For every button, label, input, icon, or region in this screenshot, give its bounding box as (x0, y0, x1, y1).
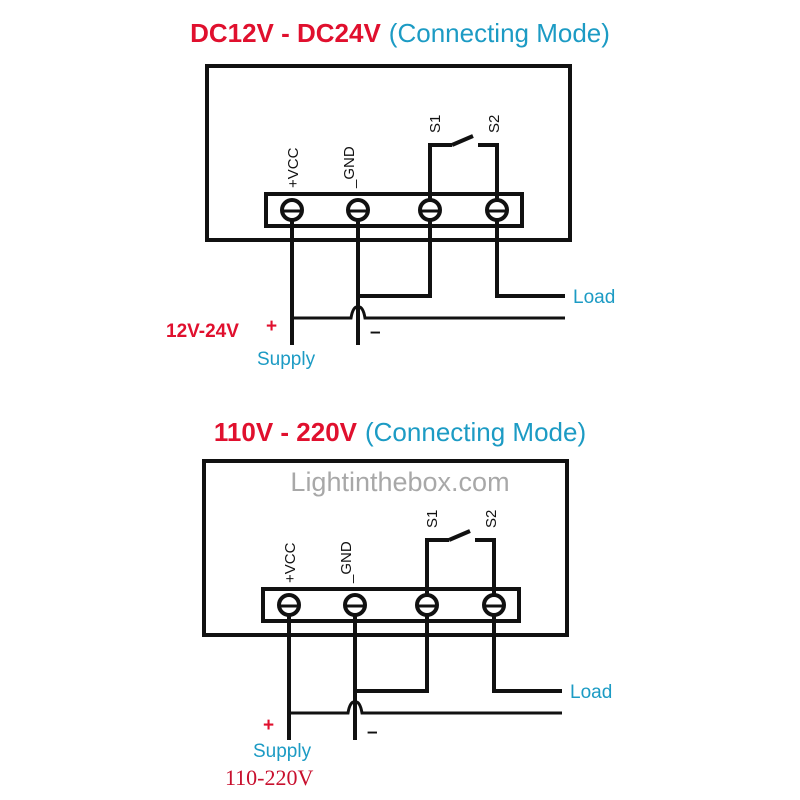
terminal-label-vcc: +VCC (282, 542, 299, 583)
terminal-label-s1: S1 (424, 510, 441, 528)
terminal-screws (277, 593, 506, 617)
terminal-label-s2: S2 (483, 510, 500, 528)
terminal-label-s2: S2 (486, 115, 503, 133)
supply-label: Supply (253, 741, 312, 762)
terminal-label-gnd: _GND (338, 541, 355, 584)
terminal-strip (264, 192, 524, 228)
diagram1-title-voltage: DC12V - DC24V (190, 18, 381, 48)
switch-icon (451, 134, 474, 147)
wires (287, 529, 562, 740)
load-label: Load (570, 682, 612, 703)
supply-voltage: 110-220V (225, 765, 314, 790)
diagram2-title: 110V - 220V(Connecting Mode) (214, 417, 586, 447)
terminal-label-s1: S1 (427, 115, 444, 133)
terminal-label-gnd: _GND (341, 146, 358, 189)
minus-sign: – (370, 322, 381, 343)
plus-sign: + (263, 715, 274, 736)
supply-label: Supply (257, 349, 316, 370)
switch-icon (448, 529, 471, 542)
supply-voltage: 12V-24V (166, 321, 239, 342)
terminal-strip (261, 587, 521, 623)
diagram2-title-mode: (Connecting Mode) (365, 417, 586, 447)
controller-box (202, 459, 569, 637)
controller-box (205, 64, 572, 242)
diagram2: +VCC _GND S1 S2 Load + – Supply 110-220V (202, 459, 612, 790)
minus-sign: – (367, 722, 378, 743)
diagram1-title: DC12V - DC24V (Connecting Mode) (190, 18, 610, 48)
diagram2-title-voltage: 110V - 220V (214, 417, 358, 447)
watermark-logo: Lightinthebox.com (290, 467, 509, 497)
diagram1-title-mode: (Connecting Mode) (389, 18, 610, 48)
terminal-screws (280, 198, 509, 222)
load-label: Load (573, 287, 615, 308)
diagram1: +VCC _GND S1 S2 Load 12V-24V + – Supply (166, 64, 615, 370)
wires (290, 134, 565, 345)
terminal-label-vcc: +VCC (285, 147, 302, 188)
plus-sign: + (266, 316, 277, 337)
